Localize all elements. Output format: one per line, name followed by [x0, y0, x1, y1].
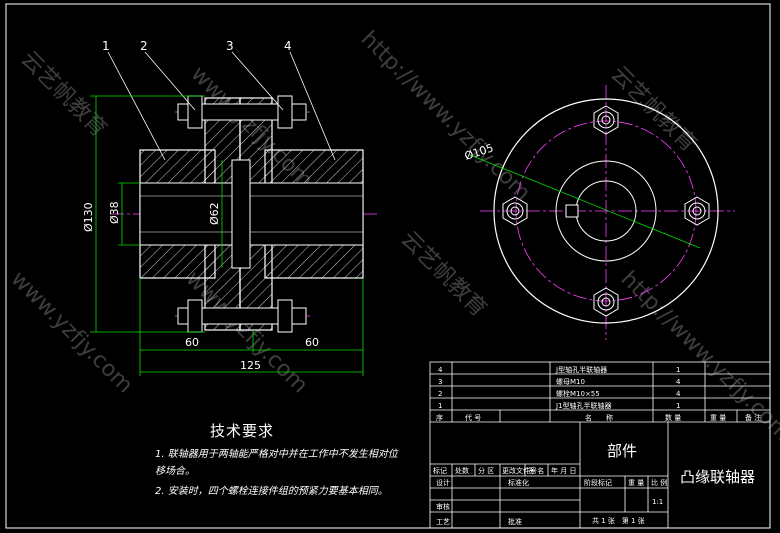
dim-diameter-130: Ø130 [82, 202, 95, 232]
dim-total-length: 125 [240, 359, 261, 372]
flange-outer-circle [493, 98, 719, 324]
bom-row-2-qty: 4 [676, 390, 681, 398]
tb-drawing-name: 凸缘联轴器 [680, 468, 755, 486]
watermark-text: 云艺帆教育 [16, 47, 111, 142]
bom-row-4-qty: 1 [676, 366, 680, 374]
shaft-bore [139, 182, 364, 246]
tb-sign: 签 名 [528, 466, 544, 475]
front-view: 1 2 3 4 Ø130 Ø38 Ø62 60 60 125 [82, 39, 380, 376]
watermark-text: 云艺帆教育 [396, 227, 491, 322]
tech-requirements-title: 技术要求 [210, 422, 275, 440]
tb-weight: 重 量 [628, 479, 644, 487]
bom-table [429, 361, 771, 529]
tb-date: 年 月 日 [551, 466, 576, 475]
tb-scale-value: 1:1 [652, 498, 663, 506]
bom-row-4-name: J型轴孔半联轴器 [555, 365, 607, 374]
bom-row-1-name: J1型轴孔半联轴器 [555, 401, 612, 410]
tb-part: 部件 [607, 442, 637, 460]
bom-row-2-name: 螺栓M10×55 [556, 389, 600, 398]
drawing-frame [5, 3, 771, 529]
watermark-text: www.yzfjy.com [6, 267, 138, 399]
bom-rows: 4 J型轴孔半联轴器 1 3 螺母M10 4 2 螺栓M10×55 4 1 J1… [433, 365, 761, 526]
bom-row-4-no: 4 [438, 366, 443, 374]
bolt-bottom [177, 307, 307, 325]
tb-review: 审核 [436, 502, 450, 511]
tb-marks: 标记 [433, 466, 447, 475]
side-view: Ø105 [463, 85, 735, 340]
bolt-top [177, 103, 307, 121]
bom-row-3-no: 3 [438, 378, 442, 386]
bolt-circle [515, 120, 697, 302]
bom-row-1-qty: 1 [676, 402, 680, 410]
bom-header-note: 备 注 [745, 413, 761, 422]
dim-length-right: 60 [305, 336, 319, 349]
tb-count: 处数 [455, 466, 469, 475]
tb-standard: 标准化 [508, 478, 529, 487]
tech-requirement-2: 2. 安装时，四个螺栓连接件组的预紧力要基本相同。 [155, 486, 388, 497]
keyway [565, 204, 579, 218]
leader-label-1: 1 [102, 39, 110, 53]
bom-header-no: 序 [436, 413, 443, 422]
tb-zone: 分 区 [478, 466, 494, 475]
tech-requirement-1: 1. 联轴器用于两轴能严格对中并在工作中不发生相对位移场合。 [155, 449, 398, 477]
tb-approve: 批准 [508, 517, 522, 526]
bom-header-weight: 重 量 [710, 414, 726, 422]
leader-label-3: 3 [226, 39, 234, 53]
bom-header-qty: 数 量 [665, 413, 681, 422]
bom-header-name: 名 称 [585, 413, 613, 422]
bom-row-3-name: 螺母M10 [556, 377, 585, 386]
tb-change-doc: 更改文件号 [502, 466, 537, 475]
dim-length-left: 60 [185, 336, 199, 349]
watermark-text: http://www.yzfjy.com [356, 27, 535, 206]
tb-process: 工艺 [436, 518, 450, 526]
hub-circle [555, 160, 657, 262]
dim-diameter-38: Ø38 [108, 201, 121, 224]
tb-sheets: 共 1 张 第 1 张 [592, 516, 645, 525]
bom-row-1-no: 1 [438, 402, 442, 410]
dim-diameter-62: Ø62 [208, 202, 221, 225]
leader-label-2: 2 [140, 39, 148, 53]
bom-row-3-qty: 4 [676, 378, 681, 386]
tb-stage-mark: 阶段标记 [584, 478, 612, 487]
dimension-lines [90, 95, 364, 376]
bom-row-2-no: 2 [438, 390, 442, 398]
tb-design: 设计 [436, 478, 450, 487]
tb-scale: 比 例 [651, 478, 667, 487]
leader-label-4: 4 [284, 39, 292, 53]
nut-group [502, 105, 710, 317]
bom-header-code: 代 号 [465, 413, 481, 422]
